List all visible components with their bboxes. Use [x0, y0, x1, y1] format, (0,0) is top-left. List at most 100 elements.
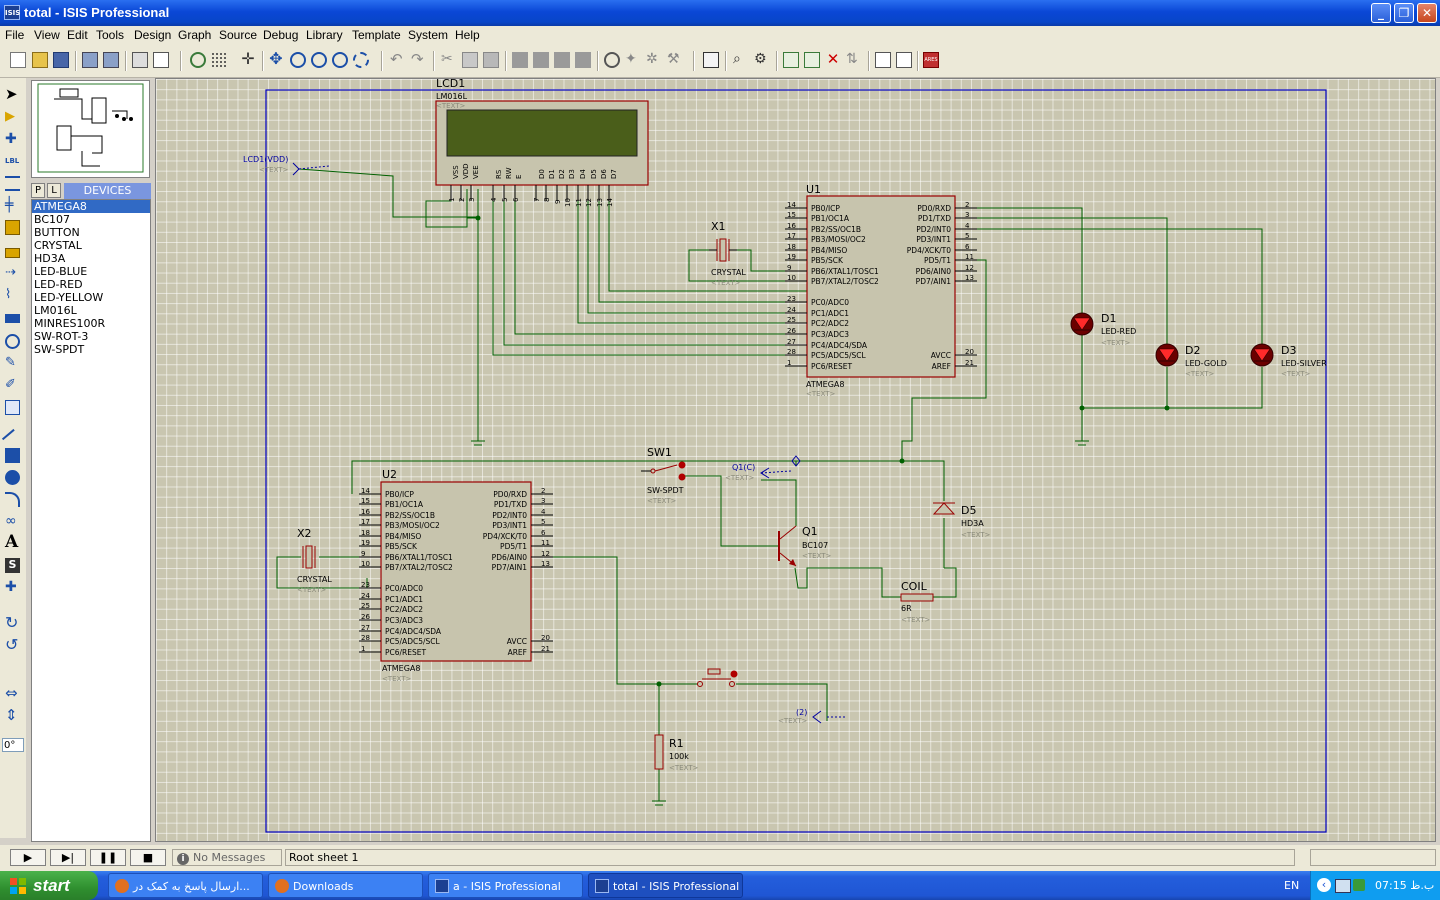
block-delete-icon[interactable]: [575, 52, 591, 68]
wire-label-icon[interactable]: LBL: [5, 157, 20, 165]
remove-sheet-icon[interactable]: ✕: [826, 50, 840, 68]
menu-edit[interactable]: Edit: [67, 28, 88, 42]
list-item[interactable]: HD3A: [34, 252, 66, 265]
minimize-button[interactable]: _: [1371, 3, 1391, 23]
paste-icon[interactable]: [483, 52, 499, 68]
marker-tool-icon[interactable]: ✚: [5, 579, 17, 595]
rotate-clockwise-icon[interactable]: ↻: [5, 613, 19, 632]
list-item[interactable]: SW-SPDT: [34, 343, 85, 356]
circle-tool-icon[interactable]: [5, 470, 20, 485]
add-sheet-icon[interactable]: [804, 52, 820, 68]
symbol-tool-icon[interactable]: S: [5, 558, 20, 573]
pick-device-tab[interactable]: P: [31, 183, 45, 198]
bus-icon[interactable]: ╪: [5, 197, 14, 213]
bill-of-materials-icon[interactable]: [875, 52, 891, 68]
zoom-in-icon[interactable]: [290, 52, 306, 68]
property-assign-icon[interactable]: ⚙: [754, 51, 767, 67]
block-copy-icon[interactable]: [512, 52, 528, 68]
language-indicator[interactable]: EN: [1284, 879, 1300, 892]
menu-library[interactable]: Library: [306, 28, 343, 42]
zoom-area-icon[interactable]: [353, 52, 369, 68]
block-rotate-icon[interactable]: [554, 52, 570, 68]
component-mode-icon[interactable]: ▶: [5, 109, 15, 124]
wire-autorouter-icon[interactable]: [703, 52, 719, 68]
menu-help[interactable]: Help: [455, 28, 480, 42]
tray-app-icon[interactable]: [1353, 879, 1365, 891]
list-item[interactable]: ATMEGA8: [32, 200, 150, 213]
stop-button[interactable]: ■: [130, 849, 166, 866]
play-button[interactable]: ▶: [10, 849, 46, 866]
pan-icon[interactable]: ✥: [269, 49, 283, 68]
start-button[interactable]: start: [0, 871, 98, 900]
path-tool-icon[interactable]: ∞: [5, 513, 17, 529]
rotation-angle-field[interactable]: 0°: [2, 738, 24, 752]
decompose-icon[interactable]: ⚒: [667, 51, 680, 67]
list-item[interactable]: LED-YELLOW: [34, 291, 104, 304]
list-item[interactable]: LM016L: [34, 304, 77, 317]
maximize-button[interactable]: ❐: [1394, 3, 1414, 23]
taskbar-item-isis-total[interactable]: total - ISIS Professional: [588, 873, 743, 898]
step-button[interactable]: ▶|: [50, 849, 86, 866]
cut-icon[interactable]: ✂: [441, 51, 453, 67]
library-tab[interactable]: L: [47, 183, 61, 198]
menu-view[interactable]: View: [34, 28, 60, 42]
electrical-rules-icon[interactable]: [896, 52, 912, 68]
menu-tools[interactable]: Tools: [96, 28, 125, 42]
zoom-out-icon[interactable]: [311, 52, 327, 68]
voltage-probe-icon[interactable]: ✎: [5, 355, 16, 370]
subcircuit-icon[interactable]: [5, 220, 20, 235]
menu-file[interactable]: File: [5, 28, 25, 42]
arc-tool-icon[interactable]: [5, 492, 20, 507]
mirror-y-icon[interactable]: ⇕: [5, 706, 18, 724]
new-file-icon[interactable]: [10, 52, 26, 68]
redo-icon[interactable]: ↷: [411, 50, 424, 68]
list-item[interactable]: LED-BLUE: [34, 265, 88, 278]
grid-icon[interactable]: [211, 52, 227, 68]
selection-mode-icon[interactable]: ➤: [5, 85, 18, 103]
menu-source[interactable]: Source: [219, 28, 258, 42]
save-icon[interactable]: [53, 52, 69, 68]
menu-graph[interactable]: Graph: [178, 28, 212, 42]
import-icon[interactable]: [82, 52, 98, 68]
redraw-icon[interactable]: [190, 52, 206, 68]
rotate-anticlockwise-icon[interactable]: ↺: [5, 635, 19, 654]
origin-icon[interactable]: ✛: [241, 49, 255, 68]
list-item[interactable]: MINRES100R: [34, 317, 106, 330]
junction-dot-icon[interactable]: ✚: [5, 131, 17, 147]
packaging-tool-icon[interactable]: ✲: [646, 51, 658, 67]
undo-icon[interactable]: ↶: [390, 50, 403, 68]
menu-debug[interactable]: Debug: [263, 28, 299, 42]
print-area-icon[interactable]: [153, 52, 169, 68]
tray-expand-icon[interactable]: ‹: [1317, 878, 1331, 892]
taskbar-item-isis-a[interactable]: a - ISIS Professional: [428, 873, 583, 898]
pick-device-icon[interactable]: [604, 52, 620, 68]
current-probe-icon[interactable]: ✐: [5, 377, 16, 392]
pause-button[interactable]: ❚❚: [90, 849, 126, 866]
text-script-icon[interactable]: [5, 176, 20, 191]
terminal-icon[interactable]: [5, 248, 20, 258]
list-item[interactable]: BUTTON: [34, 226, 80, 239]
copy-icon[interactable]: [462, 52, 478, 68]
list-item[interactable]: SW-ROT-3: [34, 330, 89, 343]
tape-recorder-icon[interactable]: [5, 314, 20, 323]
list-item[interactable]: CRYSTAL: [34, 239, 82, 252]
menu-system[interactable]: System: [408, 28, 449, 42]
schematic-canvas[interactable]: LCD1 LM016L <TEXT> VSS VDD VEE RS RW E D…: [155, 78, 1436, 842]
export-icon[interactable]: [103, 52, 119, 68]
search-tag-icon[interactable]: ⌕: [733, 51, 741, 67]
box-tool-icon[interactable]: [5, 448, 20, 463]
overview-window[interactable]: [31, 80, 150, 178]
mirror-x-icon[interactable]: ⇔: [5, 684, 18, 702]
menu-template[interactable]: Template: [352, 28, 401, 42]
taskbar-item-firefox-reply[interactable]: ارسال پاسخ به کمک در...: [108, 873, 263, 898]
graph-icon[interactable]: ⌇: [5, 287, 12, 302]
generator-icon[interactable]: [5, 334, 20, 349]
block-move-icon[interactable]: [533, 52, 549, 68]
zoom-all-icon[interactable]: [332, 52, 348, 68]
line-tool-icon[interactable]: [1, 428, 24, 451]
list-item[interactable]: BC107: [34, 213, 71, 226]
network-icon[interactable]: [1335, 879, 1351, 893]
make-device-icon[interactable]: ✦: [625, 51, 637, 67]
taskbar-item-downloads[interactable]: Downloads: [268, 873, 423, 898]
